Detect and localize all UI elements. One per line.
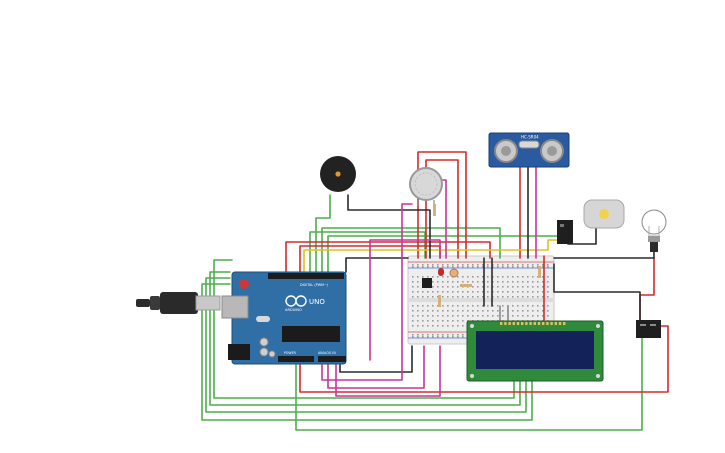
analog-header[interactable] bbox=[318, 356, 346, 362]
led-red[interactable] bbox=[438, 268, 444, 276]
dc-motor-icon[interactable] bbox=[583, 199, 625, 229]
wire-magenta bbox=[321, 203, 413, 381]
usb-cable-icon[interactable] bbox=[136, 292, 221, 314]
wire-magenta bbox=[369, 239, 441, 361]
arduino-uno-board[interactable]: DIGITAL (PWM~) UNO ARDUINO POWER ANALOG … bbox=[221, 271, 347, 365]
crystal-oscillator bbox=[256, 316, 270, 322]
relay-module-icon[interactable] bbox=[636, 320, 661, 338]
wire-black bbox=[553, 263, 641, 321]
analog-header-label: ANALOG IN bbox=[318, 351, 336, 355]
wire-black bbox=[347, 194, 431, 259]
wire-red bbox=[639, 257, 655, 321]
microcontroller-chip bbox=[282, 326, 340, 342]
wire-magenta bbox=[335, 345, 441, 397]
ultrasonic-sensor[interactable]: HC-SR04 bbox=[488, 132, 570, 168]
resistor bbox=[460, 284, 472, 287]
digital-header-label: DIGITAL (PWM~) bbox=[300, 283, 329, 287]
wire-black bbox=[567, 227, 597, 245]
power-header-label: POWER bbox=[284, 351, 297, 355]
piezo-buzzer-icon[interactable] bbox=[320, 156, 356, 192]
lcd-screen bbox=[476, 331, 594, 369]
transistor[interactable] bbox=[422, 278, 432, 288]
ultrasonic-model-label: HC-SR04 bbox=[521, 135, 539, 140]
light-bulb-icon[interactable] bbox=[641, 209, 667, 252]
wire-magenta bbox=[327, 345, 425, 389]
wire-black bbox=[345, 257, 409, 273]
brand-label: ARDUINO bbox=[285, 308, 302, 312]
gas-sensor-icon[interactable] bbox=[409, 167, 443, 206]
resistor bbox=[538, 266, 541, 278]
wire-red bbox=[299, 325, 669, 393]
photoresistor[interactable] bbox=[449, 268, 459, 278]
lcd-display[interactable] bbox=[466, 320, 604, 382]
digital-header[interactable] bbox=[268, 273, 344, 279]
wire-green bbox=[209, 271, 521, 406]
wire-green bbox=[201, 283, 533, 421]
reset-button[interactable] bbox=[239, 279, 249, 289]
resistor bbox=[433, 204, 436, 216]
arduino-logo-icon bbox=[285, 295, 307, 307]
power-header[interactable] bbox=[278, 356, 314, 362]
wire-black bbox=[553, 251, 655, 259]
wire-yellow bbox=[303, 239, 561, 273]
wire-green bbox=[309, 231, 426, 273]
board-label: UNO bbox=[309, 298, 325, 306]
lcd-pin-header bbox=[500, 322, 566, 325]
wire-black bbox=[339, 345, 413, 373]
wire-green bbox=[315, 194, 331, 273]
wire-red bbox=[425, 159, 459, 259]
resistor bbox=[438, 295, 441, 307]
relay-module-icon[interactable] bbox=[557, 220, 573, 244]
